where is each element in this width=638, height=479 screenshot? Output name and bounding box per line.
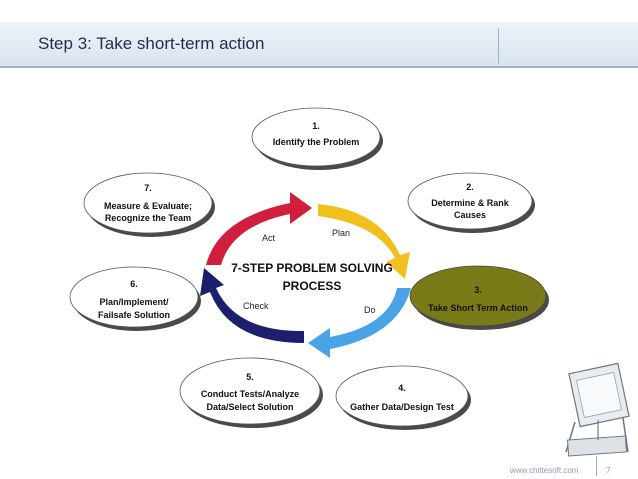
plan-label: Plan (332, 228, 350, 238)
header-rule (0, 66, 638, 68)
step-3-node: 3. Take Short Term Action (409, 265, 549, 330)
step-5-text-line1: Conduct Tests/Analyze (201, 389, 299, 399)
footer-separator (596, 456, 597, 476)
step-1-ellipse (251, 107, 381, 167)
center-title-line2: PROCESS (283, 279, 342, 293)
plan-arrow (318, 204, 410, 279)
step-1-number: 1. (312, 121, 320, 131)
step-6-node: 6. Plan/Implement/ Failsafe Solution (69, 266, 201, 331)
step-5-number: 5. (246, 372, 254, 382)
step-7-number: 7. (144, 183, 152, 193)
act-arrow (206, 192, 312, 265)
step-4-number: 4. (398, 383, 406, 393)
check-label: Check (243, 301, 269, 311)
step-6-ellipse (69, 266, 199, 328)
step-3-ellipse-highlighted (409, 265, 547, 327)
step-1-node: 1. Identify the Problem (251, 107, 383, 170)
do-label: Do (364, 305, 376, 315)
step-7-text-line1: Measure & Evaluate; (104, 201, 192, 211)
step-2-node: 2. Determine & Rank Causes (407, 172, 535, 233)
logo-divider (498, 28, 499, 64)
step-5-text-line2: Data/Select Solution (206, 402, 293, 412)
step-3-text: Take Short Term Action (428, 303, 528, 313)
step-3-number: 3. (474, 285, 482, 295)
slide-title: Step 3: Take short-term action (38, 34, 265, 53)
cycle-arrows (200, 192, 411, 358)
do-arrow (308, 288, 411, 358)
step-6-text-line2: Failsafe Solution (98, 310, 170, 320)
step-7-node: 7. Measure & Evaluate; Recognize the Tea… (83, 172, 215, 237)
check-arrow (200, 268, 304, 343)
act-label: Act (262, 233, 276, 243)
step-7-text-line2: Recognize the Team (105, 213, 191, 223)
step-4-ellipse (335, 365, 469, 427)
step-4-node: 4. Gather Data/Design Test (335, 365, 471, 430)
step-7-ellipse (83, 172, 213, 234)
step-6-number: 6. (130, 279, 138, 289)
step-6-text-line1: Plan/Implement/ (99, 297, 169, 307)
footer-url: www.chittesoft.com (510, 466, 579, 475)
step-5-ellipse (179, 357, 321, 425)
step-2-text-line2: Causes (454, 210, 486, 220)
step-2-ellipse (407, 172, 533, 230)
step-5-node: 5. Conduct Tests/Analyze Data/Select Sol… (179, 357, 323, 428)
slide-header (0, 22, 638, 68)
step-2-text-line1: Determine & Rank (431, 198, 510, 208)
center-title-line1: 7-STEP PROBLEM SOLVING (231, 261, 393, 275)
page-number: 7 (606, 466, 611, 475)
step-2-number: 2. (466, 182, 474, 192)
step-1-text: Identify the Problem (273, 137, 360, 147)
step-4-text: Gather Data/Design Test (350, 402, 454, 412)
magnifier-loupe-icon (565, 362, 630, 457)
